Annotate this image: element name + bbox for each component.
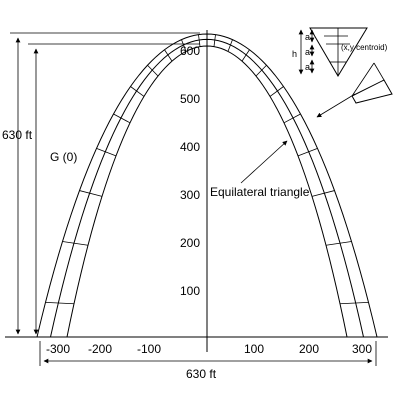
arch-segment-tick [213,34,216,47]
arch-segment-tick [241,49,250,62]
y-tick-label: 600 [180,44,200,58]
arch-segment-tick [164,49,173,62]
x-axis-labels: -300 -200 -100 100 200 300 [46,342,372,356]
y-tick-label: 500 [180,92,200,106]
arch-segment-tick [147,64,159,77]
x-tick-label: 200 [299,342,319,356]
height-dimension: 630 ft [2,32,200,335]
arch-segment-tick [130,86,145,97]
centroid-label: (x,y centroid) [341,43,388,52]
arch-segment-tick [269,86,284,97]
arch-segment-tick [62,241,89,246]
a-label: a [305,47,310,57]
x-tick-label: 100 [244,342,264,356]
y-tick-label: 200 [180,236,200,250]
arch-segment-tick [325,241,352,246]
x-tick-label: -100 [137,342,161,356]
arch-segment-tick [113,113,131,124]
arch-segment-tick [227,39,233,52]
arch-segment-tick [311,190,335,197]
arch-segment-tick [45,301,75,305]
triangle-segment-3d [351,79,393,104]
triangle-label: Equilateral triangle [210,185,310,199]
triangle-cross-section [309,27,368,77]
arch-segment-tick [339,301,369,305]
y-tick-label: 300 [180,188,200,202]
a-label: a [305,62,310,72]
width-dimension: 630 ft [39,341,377,381]
x-tick-label: -300 [46,342,70,356]
x-tick-label: 300 [352,342,372,356]
h-label: h [292,49,297,59]
arch-segment-tick [79,190,103,197]
height-label: 630 ft [2,128,33,142]
x-tick-label: -200 [88,342,112,356]
arch-segment-tick [96,148,117,157]
g-dimension: G (0) [28,43,200,335]
arch-segment-tick [297,148,318,157]
triangle-callout: Equilateral triangle [210,93,356,199]
arch-segment-tick [198,34,201,47]
origin-label: G (0) [50,150,77,164]
arch-segment-tick [255,64,267,77]
y-axis-labels: 100 200 300 400 500 600 [180,44,200,298]
a-label: a [305,32,310,42]
arch-segment-tick [283,113,301,124]
width-label: 630 ft [186,367,217,381]
triangle-detail-inset: h a a a (x,y centroid) [292,27,393,104]
y-tick-label: 100 [180,284,200,298]
arch-segment-tick [181,39,187,52]
y-tick-label: 400 [180,140,200,154]
